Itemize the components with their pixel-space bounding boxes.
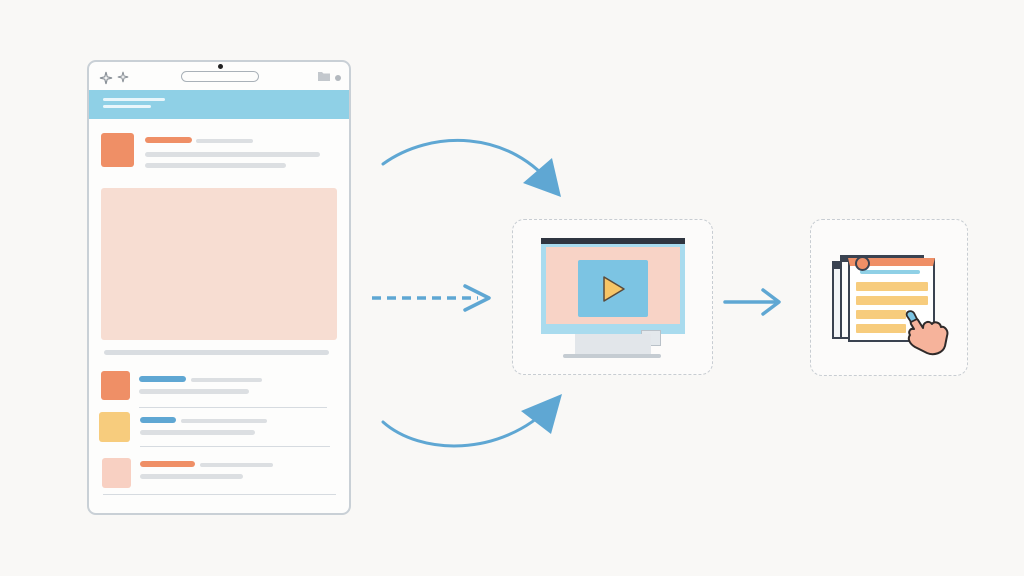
sparkle-icon — [117, 71, 129, 83]
content-block — [856, 324, 906, 333]
list-divider — [103, 494, 336, 495]
app-header-bar — [89, 90, 349, 119]
notification-dot — [855, 256, 870, 271]
play-icon[interactable] — [598, 274, 628, 304]
post-meta-line — [196, 139, 253, 143]
browser-url-line — [860, 270, 920, 274]
post-text-line — [145, 163, 286, 168]
list-item-meta-line — [200, 463, 273, 467]
post-title-line — [145, 137, 192, 143]
media-placeholder — [101, 188, 337, 340]
phone-mockup — [87, 60, 351, 515]
list-divider — [139, 407, 327, 408]
caption-line — [104, 350, 329, 355]
content-block — [856, 310, 906, 319]
content-block — [856, 296, 928, 305]
monitor — [541, 238, 685, 334]
header-line — [103, 98, 165, 101]
folder-icon — [318, 72, 330, 81]
camera-dot — [218, 64, 223, 69]
header-line — [103, 105, 151, 108]
list-item-thumbnail — [99, 412, 130, 442]
list-item-title-line — [140, 417, 176, 423]
video-step-box — [512, 219, 713, 375]
list-item-thumbnail — [102, 458, 131, 488]
list-item-title-line — [139, 376, 186, 382]
content-block — [856, 282, 928, 291]
list-item-thumbnail — [101, 371, 130, 400]
list-item-meta-line — [191, 378, 262, 382]
post-thumbnail — [101, 133, 134, 167]
monitor-stand — [575, 334, 651, 354]
monitor-base — [563, 354, 661, 358]
list-item-meta-line — [181, 419, 267, 423]
list-item-title-line — [140, 461, 195, 467]
dot-icon — [335, 75, 341, 81]
click-step-box — [810, 219, 968, 376]
list-item-text-line — [140, 474, 243, 479]
pointing-hand-icon — [905, 310, 949, 356]
speaker-slot — [181, 71, 259, 82]
browser-window-front — [848, 258, 935, 342]
list-divider — [140, 446, 330, 447]
list-item-text-line — [140, 430, 255, 435]
list-item-text-line — [139, 389, 249, 394]
post-text-line — [145, 152, 320, 157]
sparkle-icon — [99, 71, 113, 85]
